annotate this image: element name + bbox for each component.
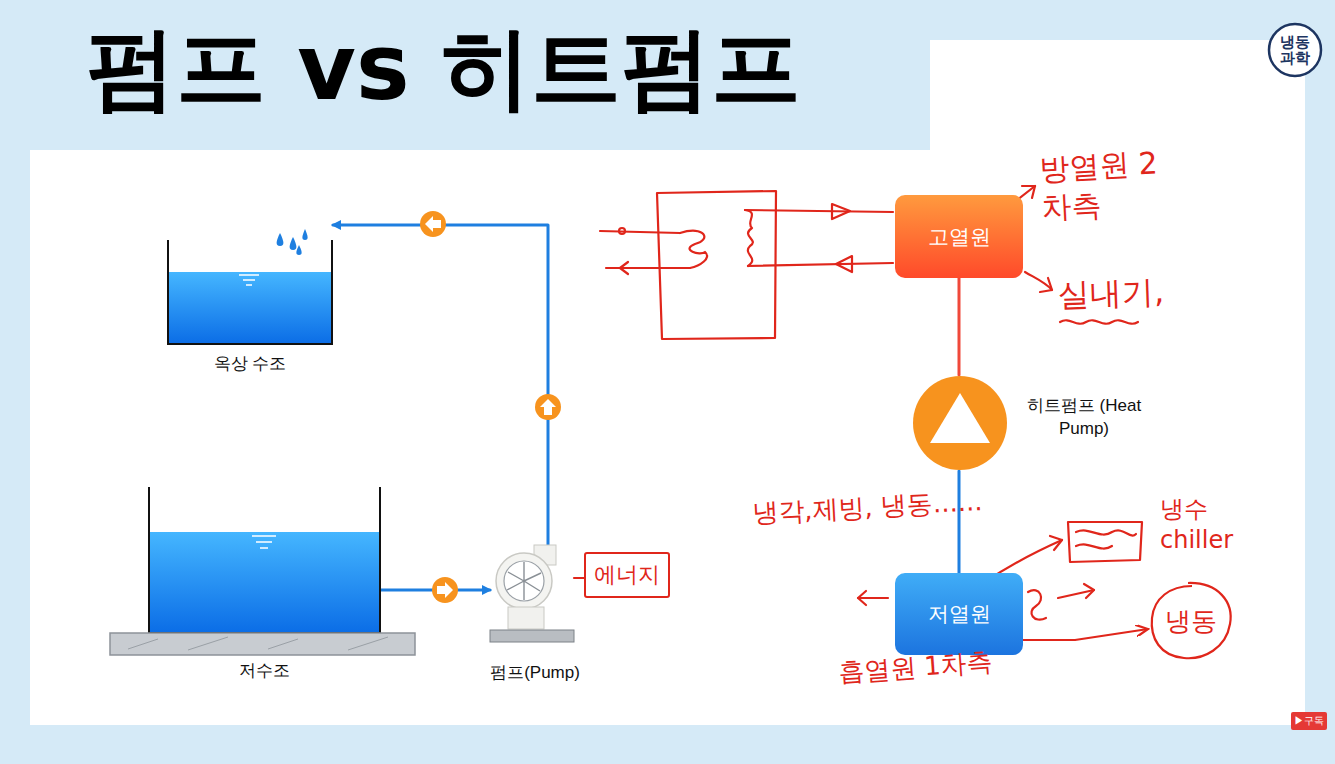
title: 펌프 vs 히트펌프: [86, 14, 801, 122]
tank-drawing: [167, 215, 333, 375]
connector: [574, 577, 584, 579]
circled-note: 냉동: [1148, 580, 1234, 662]
annotation: 냉수 chiller: [1160, 494, 1280, 556]
pump-drawing: [490, 545, 580, 645]
annotation: 방열원 2차측: [1038, 143, 1177, 228]
node-text: 펌프(Pump): [480, 661, 590, 684]
annotation: 실내기,: [1057, 270, 1165, 318]
connector: [958, 278, 961, 375]
high-temp-source: 고열원: [895, 195, 1023, 278]
energy-box: 에너지: [584, 552, 670, 598]
node-text: 냉동 과학: [1275, 34, 1315, 67]
low-temp-source: 저열원: [895, 573, 1023, 655]
node-text: 고열원: [928, 223, 991, 251]
ground-tank: 저수조: [148, 487, 381, 685]
rooftop-tank: 옥상 수조: [167, 215, 333, 375]
subscribe-badge: ▶구독: [1291, 712, 1327, 730]
pump: 펌프(Pump): [490, 545, 580, 685]
logo-badge: 냉동 과학: [1267, 22, 1323, 78]
connector: [1023, 629, 1148, 640]
node-text: 저열원: [928, 600, 991, 628]
node-text: 히트펌프 (Heat Pump): [1022, 395, 1146, 441]
node-text: 에너지: [594, 560, 660, 590]
node-text: 저수조: [148, 659, 381, 682]
white-panel: [930, 40, 1305, 152]
node-text: 옥상 수조: [167, 352, 333, 375]
heat-pump-symbol: [912, 375, 1008, 471]
connector: [333, 225, 548, 545]
heat-pump: 히트펌프 (Heat Pump): [912, 375, 1148, 471]
node-text: 냉동: [1165, 604, 1217, 639]
tank-drawing: [148, 487, 381, 685]
flow-marker: [420, 211, 561, 603]
